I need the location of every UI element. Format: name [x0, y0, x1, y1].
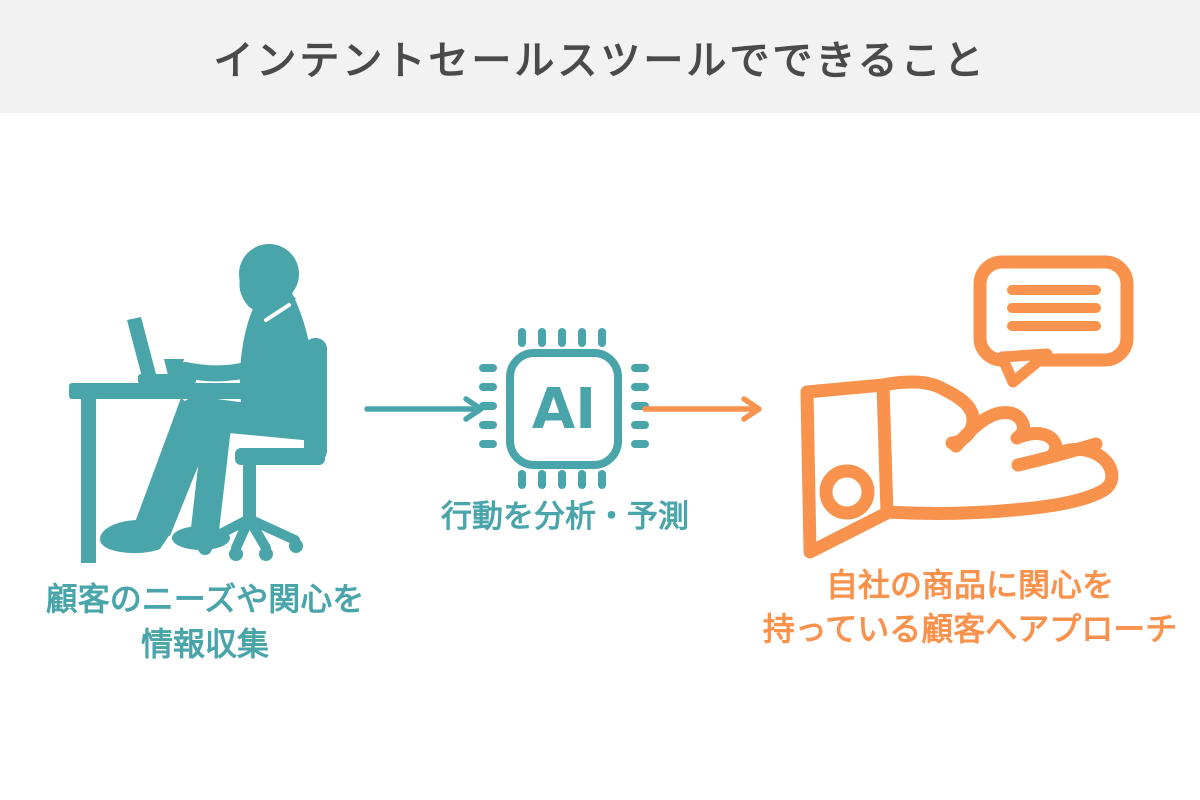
- step2-caption-line1: 行動を分析・予測: [441, 499, 689, 534]
- header-band: インテントセールスツールでできること: [0, 0, 1200, 113]
- right-arrow-orange-icon: [642, 396, 762, 422]
- step1-caption-line2: 情報収集: [140, 626, 269, 662]
- ai-chip-label: AI: [532, 377, 596, 442]
- step1-caption: 顧客のニーズや関心を 情報収集: [10, 577, 400, 667]
- step-approach: [790, 240, 1150, 570]
- flow-arrow-1: [363, 394, 488, 424]
- step-collect-info: [55, 228, 395, 573]
- step3-caption-line2: 持っている顧客へアプローチ: [762, 611, 1178, 647]
- step3-caption: 自社の商品に関心を 持っている顧客へアプローチ: [745, 563, 1195, 651]
- flow-arrow-2: [641, 394, 766, 424]
- hand-offering-message-icon: [800, 255, 1134, 559]
- person-at-desk-icon: [69, 244, 327, 563]
- step3-caption-line1: 自社の商品に関心を: [825, 567, 1114, 603]
- page-title: インテントセールスツールでできること: [213, 38, 987, 83]
- right-arrow-teal-icon: [364, 396, 484, 422]
- step1-caption-line1: 顧客のニーズや関心を: [45, 581, 365, 617]
- ai-chip-icon: AI: [479, 328, 649, 489]
- step-analyze: AI: [478, 322, 650, 494]
- step2-caption: 行動を分析・予測: [420, 498, 710, 536]
